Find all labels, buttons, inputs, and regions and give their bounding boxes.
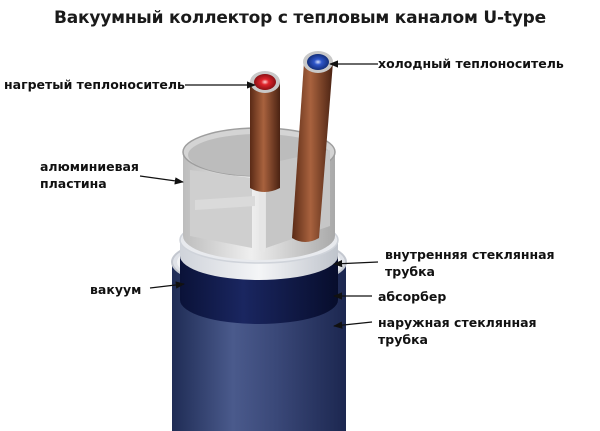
hot-pipe bbox=[250, 71, 280, 192]
label-aluminum-plate-line2: пластина bbox=[40, 176, 107, 191]
label-vacuum: вакуум bbox=[90, 282, 142, 297]
label-aluminum-plate: алюминиевая пластина bbox=[40, 158, 139, 192]
label-inner-glass: внутренняя стеклянная трубка bbox=[385, 246, 555, 280]
label-outer-glass: наружная стеклянная трубка bbox=[378, 314, 537, 348]
leader-aluminum bbox=[139, 175, 184, 185]
label-inner-glass-line2: трубка bbox=[385, 264, 435, 279]
label-inner-glass-line1: внутренняя стеклянная bbox=[385, 247, 555, 262]
label-outer-glass-line1: наружная стеклянная bbox=[378, 315, 537, 330]
cold-pipe bbox=[292, 51, 333, 242]
label-outer-glass-line2: трубка bbox=[378, 332, 428, 347]
leader-vacuum bbox=[149, 281, 185, 289]
leader-lines bbox=[139, 60, 379, 329]
label-hot-fluid: нагретый теплоноситель bbox=[4, 77, 185, 92]
label-absorber: абсорбер bbox=[378, 289, 447, 304]
leader-outer-glass bbox=[333, 321, 373, 329]
label-cold-fluid: холодный теплоноситель bbox=[378, 56, 564, 71]
label-aluminum-plate-line1: алюминиевая bbox=[40, 159, 139, 174]
aluminum-plate bbox=[182, 127, 336, 260]
leader-inner-glass bbox=[333, 259, 379, 268]
page-title: Вакуумный коллектор с тепловым каналом U… bbox=[54, 8, 546, 28]
